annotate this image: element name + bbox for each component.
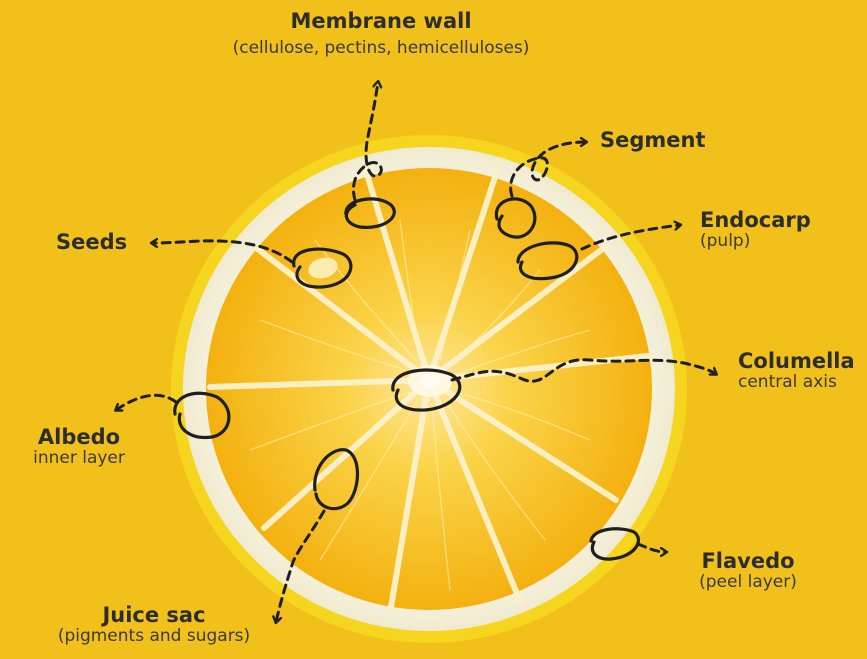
endocarp-title: Endocarp [700, 208, 811, 232]
columella-title: Columella [738, 349, 855, 373]
albedo-sub: inner layer [4, 449, 154, 469]
label-seeds: Seeds [56, 230, 127, 254]
seeds-title: Seeds [56, 230, 127, 254]
label-columella: Columella central axis [738, 349, 855, 393]
label-membrane-wall: Membrane wall (cellulose, pectins, hemic… [206, 9, 556, 59]
label-segment: Segment [600, 128, 706, 152]
label-flavedo: Flavedo (peel layer) [678, 549, 818, 593]
flavedo-sub: (peel layer) [678, 573, 818, 593]
label-endocarp: Endocarp (pulp) [700, 208, 811, 252]
columella-sub: central axis [738, 373, 855, 393]
membrane-wall-sub: (cellulose, pectins, hemicelluloses) [206, 39, 556, 59]
arrow-albedo [116, 395, 176, 410]
columella-core [420, 374, 440, 388]
juice-sac-sub: (pigments and sugars) [30, 627, 278, 647]
lemon-slice [171, 135, 687, 643]
albedo-title: Albedo [4, 425, 154, 449]
arrow-flavedo [638, 544, 666, 552]
endocarp-sub: (pulp) [700, 232, 811, 252]
segment-title: Segment [600, 128, 706, 152]
label-albedo: Albedo inner layer [4, 425, 154, 469]
label-juice-sac: Juice sac (pigments and sugars) [30, 603, 278, 647]
membrane-wall-title: Membrane wall [206, 9, 556, 33]
flavedo-title: Flavedo [678, 549, 818, 573]
juice-sac-title: Juice sac [30, 603, 278, 627]
